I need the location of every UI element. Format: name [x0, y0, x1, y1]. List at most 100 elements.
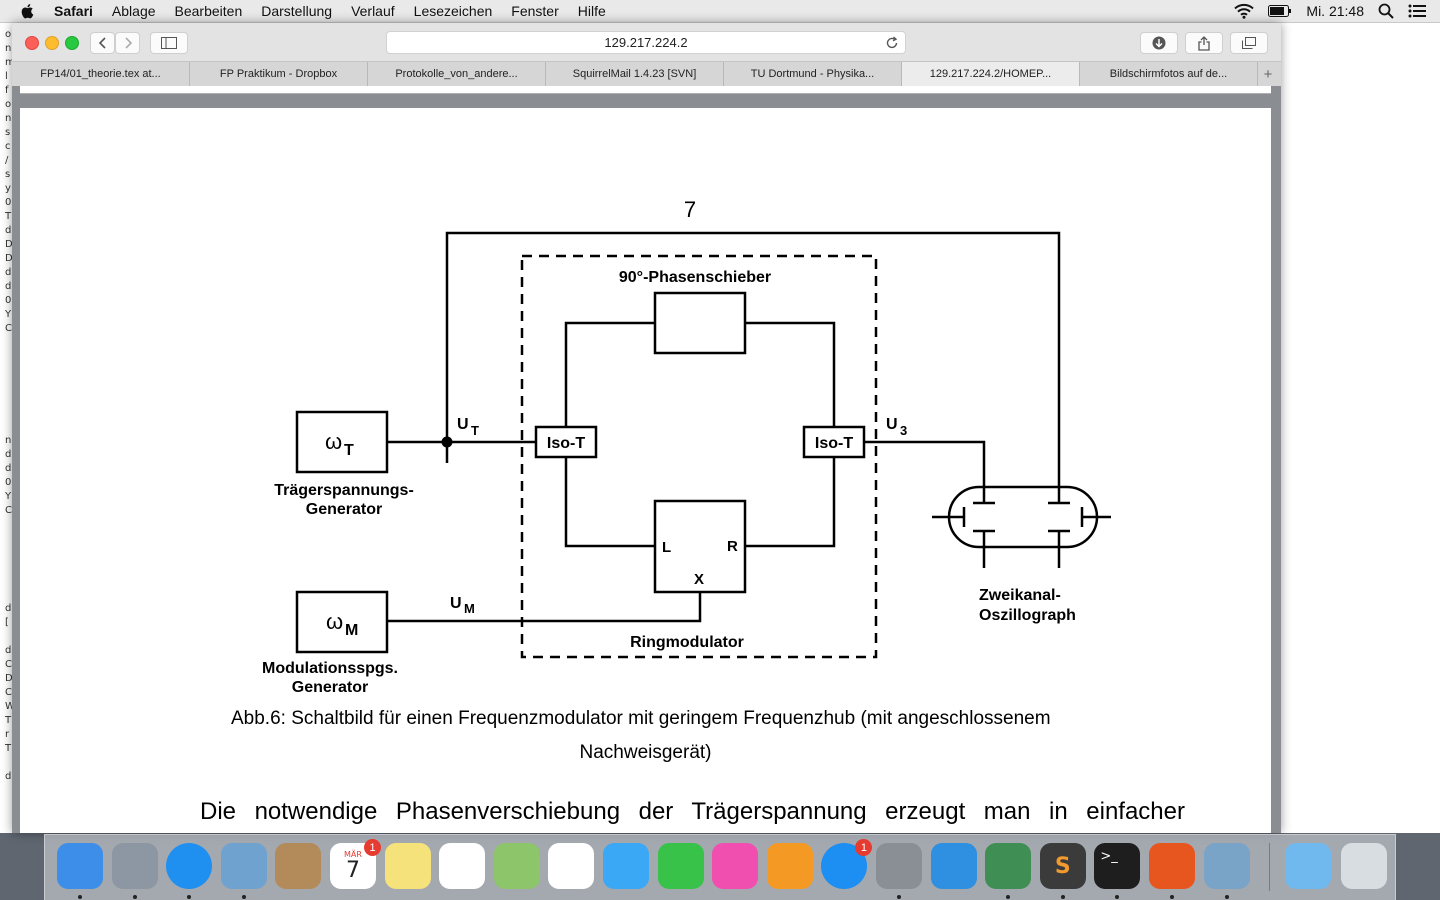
sidebar-toggle-button[interactable] — [150, 32, 188, 54]
menu-fenster[interactable]: Fenster — [511, 3, 559, 19]
background-text-char: d — [5, 645, 12, 656]
background-text-char: T — [5, 211, 12, 222]
background-text-char: n — [5, 113, 12, 124]
sublime-text-icon[interactable]: S — [1039, 843, 1086, 889]
modulation-generator-label-line1: Modulationsspgs. — [262, 660, 398, 677]
reload-icon[interactable] — [885, 36, 899, 50]
safari-window: 129.217.224.2 FP14/01_theorie.tex at... … — [12, 23, 1281, 833]
background-text-char: C — [5, 659, 12, 670]
background-window-right — [1281, 23, 1440, 833]
menu-verlauf[interactable]: Verlauf — [351, 3, 395, 19]
contacts-icon[interactable] — [275, 843, 322, 889]
background-text-char: d — [5, 267, 12, 278]
facetime-icon[interactable] — [657, 843, 704, 889]
tab-squirrelmail[interactable]: SquirrelMail 1.4.23 [SVN] — [546, 62, 724, 86]
background-text-char: 0 — [5, 197, 12, 208]
menu-darstellung[interactable]: Darstellung — [261, 3, 333, 19]
menu-hilfe[interactable]: Hilfe — [577, 3, 606, 19]
apple-menu-icon[interactable] — [20, 3, 36, 19]
show-all-tabs-button[interactable] — [1230, 32, 1268, 54]
browser-toolbar: 129.217.224.2 — [12, 23, 1281, 61]
background-text-char: C — [5, 687, 12, 698]
menu-app-name[interactable]: Safari — [54, 3, 93, 19]
background-text-char: r — [5, 729, 10, 740]
menu-ablage[interactable]: Ablage — [111, 3, 156, 19]
background-text-char: 0 — [5, 295, 12, 306]
system-preferences-icon[interactable] — [876, 843, 922, 889]
address-bar[interactable]: 129.217.224.2 — [386, 31, 906, 54]
wifi-icon[interactable] — [1234, 3, 1255, 19]
running-indicator — [241, 895, 246, 899]
ring-port-x: X — [694, 571, 704, 588]
new-tab-button[interactable]: + — [1263, 65, 1273, 83]
spotlight-search-icon[interactable] — [1378, 3, 1394, 19]
messages-icon[interactable] — [603, 843, 649, 889]
battery-icon[interactable] — [1268, 5, 1292, 17]
running-indicator — [1115, 895, 1120, 899]
background-text-char: m — [5, 57, 15, 68]
lower-right-wire — [745, 457, 836, 548]
close-window-button[interactable] — [25, 36, 39, 50]
modulation-omega-symbol: ω — [326, 609, 343, 634]
running-indicator — [187, 895, 192, 899]
safari-icon[interactable] — [166, 843, 213, 889]
sidebar-icon — [161, 37, 177, 49]
menu-bearbeiten[interactable]: Bearbeiten — [174, 3, 243, 19]
ibooks-icon[interactable] — [766, 843, 813, 889]
iso-t-right-box — [802, 425, 866, 459]
running-indicator — [897, 895, 901, 899]
tab-fp-praktikum-dropbox[interactable]: FP Praktikum - Dropbox — [190, 62, 368, 86]
forward-button[interactable] — [115, 32, 140, 54]
voltage-um-subscript: M — [464, 601, 475, 616]
voltage-ut-subscript: T — [471, 423, 479, 438]
modulation-generator-box — [295, 590, 389, 654]
url-text: 129.217.224.2 — [604, 35, 688, 50]
finder-icon[interactable] — [57, 843, 103, 889]
back-button[interactable] — [90, 32, 115, 54]
preview-icon[interactable] — [1203, 843, 1250, 889]
tab-tu-dortmund[interactable]: TU Dortmund - Physika... — [724, 62, 902, 86]
voltage-um-label: U — [450, 595, 462, 612]
photos-icon[interactable] — [548, 843, 595, 889]
ring-port-r: R — [727, 538, 738, 555]
page-viewport[interactable]: 7 90°-Phasenschieber ω T Trägerspannungs… — [12, 86, 1281, 833]
tab-fp14-theorie[interactable]: FP14/01_theorie.tex at... — [12, 62, 190, 86]
reminders-icon[interactable] — [439, 843, 486, 889]
background-text-char: D — [5, 239, 13, 250]
minimize-window-button[interactable] — [45, 36, 59, 50]
background-text-char: C — [5, 505, 12, 516]
tab-homepage-active[interactable]: 129.217.224.2/HOMEP... — [902, 62, 1080, 86]
downloads-button[interactable] — [1140, 32, 1178, 54]
folder-icon[interactable] — [1285, 843, 1331, 889]
phase-shifter-label: 90°-Phasenschieber — [619, 269, 771, 286]
notification-center-icon[interactable] — [1408, 4, 1426, 18]
iso-t-left-box — [534, 425, 598, 459]
background-text-char: s — [5, 169, 11, 180]
page-number: 7 — [684, 197, 696, 222]
running-indicator — [1170, 895, 1174, 899]
browser-globe-icon[interactable] — [985, 843, 1032, 889]
launchpad-icon[interactable] — [111, 843, 158, 889]
menu-lesezeichen[interactable]: Lesezeichen — [413, 3, 493, 19]
mail-icon[interactable] — [220, 843, 267, 889]
xcode-icon[interactable] — [930, 843, 977, 889]
share-icon — [1198, 35, 1210, 51]
background-text-char: Y — [5, 491, 12, 502]
notes-icon[interactable] — [384, 843, 431, 889]
tab-protokolle[interactable]: Protokolle_von_andere... — [368, 62, 546, 86]
terminal-icon[interactable]: >_ — [1094, 843, 1141, 889]
itunes-icon[interactable] — [712, 843, 759, 889]
running-indicator — [1224, 895, 1229, 899]
maps-icon[interactable] — [493, 843, 540, 889]
share-button[interactable] — [1185, 32, 1223, 54]
tab-bildschirmfotos[interactable]: Bildschirmfotos auf de... — [1080, 62, 1258, 86]
trash-icon[interactable] — [1341, 843, 1387, 889]
clock[interactable]: Mi. 21:48 — [1306, 3, 1364, 19]
ring-port-l: L — [662, 539, 671, 556]
upper-left-wire — [564, 321, 655, 427]
notification-badge: 1 — [364, 839, 381, 856]
firefox-icon[interactable] — [1149, 843, 1195, 889]
background-text-char: n — [5, 43, 12, 54]
zoom-window-button[interactable] — [65, 36, 79, 50]
